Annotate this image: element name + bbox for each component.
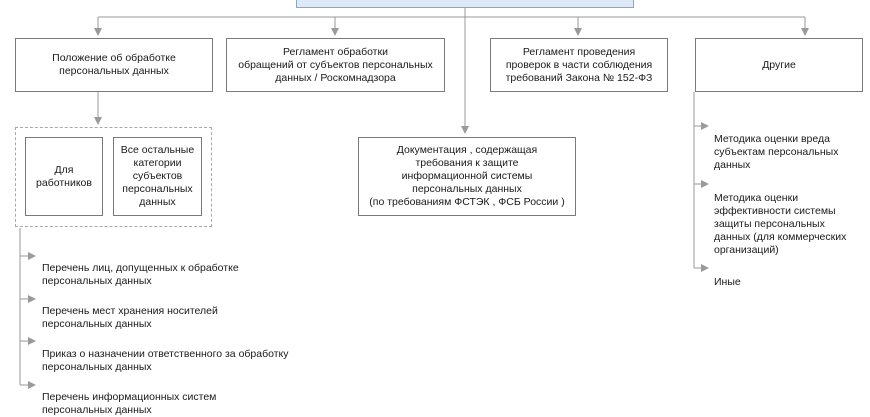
category-label: Регламент проведения проверок в части со… [505, 45, 653, 84]
list-item-text: Перечень мест хранения носителей персона… [42, 305, 218, 330]
subgroup-label: Для работников [36, 163, 92, 189]
category-box-policy: Положение об обработке персональных данн… [15, 38, 213, 92]
category-label: Положение об обработке персональных данн… [52, 52, 176, 77]
list-item-text: Приказ о назначении ответственного за об… [42, 348, 289, 373]
list-item: Перечень информационных систем персональ… [42, 378, 216, 417]
category-label: Другие [762, 58, 796, 71]
documentation-box: Документация , содержащая требования к з… [358, 137, 576, 216]
root-box [296, 0, 634, 8]
list-item-text: Перечень информационных систем персональ… [42, 391, 217, 416]
list-item: Перечень лиц, допущенных к обработке пер… [42, 249, 239, 288]
documentation-label: Документация , содержащая требования к з… [369, 144, 565, 208]
category-label: Регламент обработки обращений от субъект… [238, 45, 433, 84]
list-item: Перечень мест хранения носителей персона… [42, 292, 218, 331]
list-item: Методика оценки вреда субъектам персонал… [714, 120, 838, 172]
list-item-text: Методика оценки вреда субъектам персонал… [714, 133, 839, 171]
list-item-text: Иные [714, 276, 741, 288]
subgroup-box-employees: Для работников [25, 137, 103, 216]
category-box-inspections: Регламент проведения проверок в части со… [490, 38, 668, 92]
subjects-group [15, 127, 212, 227]
org-diagram: Положение об обработке персональных данн… [15, 0, 863, 416]
list-item-text: Методика оценки эффективности системы за… [714, 192, 847, 256]
subgroup-box-other-subjects: Все остальные категории субъектов персон… [113, 137, 202, 216]
list-item: Приказ о назначении ответственного за об… [42, 335, 289, 374]
category-box-requests: Регламент обработки обращений от субъект… [226, 38, 445, 92]
list-item-text: Перечень лиц, допущенных к обработке пер… [42, 262, 239, 287]
list-item: Иные [714, 263, 741, 289]
connector-lines [19, 8, 809, 389]
category-box-other: Другие [695, 38, 863, 92]
list-item: Методика оценки эффективности системы за… [714, 179, 846, 257]
subgroup-label: Все остальные категории субъектов персон… [120, 144, 195, 208]
